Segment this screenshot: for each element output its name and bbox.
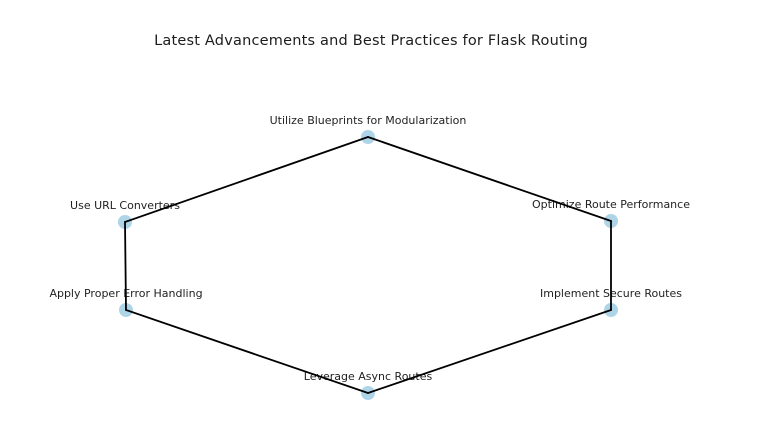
- graph-label-utilize-blueprints: Utilize Blueprints for Modularization: [270, 114, 467, 127]
- graph-label-async-routes: Leverage Async Routes: [304, 370, 433, 383]
- graph-edge-error-handling--async-routes: [125, 309, 369, 394]
- graph-edge-utilize-blueprints--url-converters: [124, 136, 369, 223]
- graph-edge-route-performance--utilize-blueprints: [367, 136, 612, 222]
- graph-label-url-converters: Use URL Converters: [70, 199, 180, 212]
- figure-title: Latest Advancements and Best Practices f…: [154, 33, 588, 49]
- graph-label-route-performance: Optimize Route Performance: [532, 198, 690, 211]
- graph-edge-url-converters--error-handling: [124, 221, 127, 311]
- graph-edge-async-routes--secure-routes: [367, 309, 612, 394]
